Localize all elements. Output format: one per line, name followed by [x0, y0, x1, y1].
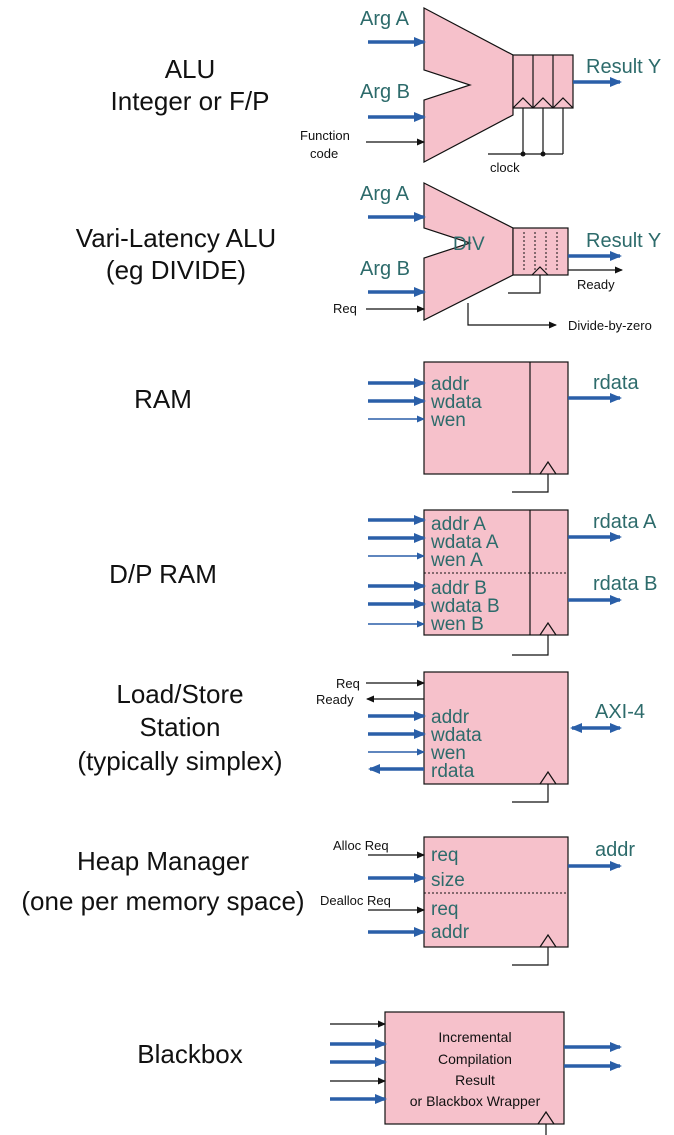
vari-arg-a-label: Arg A — [360, 183, 410, 205]
vari-ready-label: Ready — [577, 277, 615, 292]
vari-div-label: DIV — [453, 234, 485, 255]
blackbox-line-2: Compilation — [438, 1051, 512, 1067]
ram-title: RAM — [134, 384, 192, 414]
ls-section: Load/Store Station (typically simplex) R… — [77, 671, 645, 803]
alu-function-label-1: Function — [300, 128, 350, 143]
dpram-title: D/P RAM — [109, 559, 217, 589]
dpram-rdata-a-label: rdata A — [593, 511, 657, 533]
heap-req1-label: req — [431, 845, 458, 866]
heap-alloc-label: Alloc Req — [333, 838, 389, 853]
ram-block — [423, 361, 569, 475]
ram-rdata-label: rdata — [593, 372, 639, 394]
alu-arg-b-label: Arg B — [360, 81, 410, 103]
alu-title: ALU — [165, 54, 216, 84]
alu-arg-a-label: Arg A — [360, 8, 410, 30]
heap-req2-label: req — [431, 899, 458, 920]
ram-wdata-label: wdata — [430, 392, 482, 413]
blackbox-section: Blackbox Incremental Compilation Result … — [137, 1011, 622, 1135]
vari-alu-section: Vari-Latency ALU (eg DIVIDE) DIV Arg A A… — [76, 182, 661, 333]
ls-rdata-label: rdata — [431, 761, 475, 782]
alu-block — [423, 7, 514, 163]
alu-section: ALU Integer or F/P Arg A Arg B Function … — [111, 7, 661, 175]
alu-result-label: Result Y — [586, 56, 661, 78]
dpram-section: D/P RAM addr A wdata A wen A addr B wdat… — [109, 509, 657, 656]
ls-wdata-label: wdata — [430, 725, 482, 746]
ls-ready-label: Ready — [316, 692, 354, 707]
heap-section: Heap Manager (one per memory space) Allo… — [21, 836, 635, 966]
blackbox-line-1: Incremental — [438, 1029, 511, 1045]
heap-title-2: (one per memory space) — [21, 886, 304, 916]
ls-title-2: Station — [140, 712, 221, 742]
blackbox-line-3: Result — [455, 1072, 495, 1088]
vari-arg-b-label: Arg B — [360, 258, 410, 280]
ls-title-1: Load/Store — [116, 679, 243, 709]
alu-subtitle: Integer or F/P — [111, 86, 270, 116]
ls-title-3: (typically simplex) — [77, 746, 282, 776]
vari-req-label: Req — [333, 301, 357, 316]
alu-function-label-2: code — [310, 146, 338, 161]
heap-out-addr-label: addr — [595, 839, 635, 861]
ram-section: RAM addr wdata wen rdata — [134, 361, 639, 493]
ls-req-label: Req — [336, 676, 360, 691]
blackbox-block — [384, 1011, 565, 1125]
heap-addr-label: addr — [431, 922, 470, 943]
alu-pipeline-register — [512, 54, 574, 109]
heap-block — [423, 836, 569, 948]
vari-result-label: Result Y — [586, 230, 661, 252]
heap-size-label: size — [431, 870, 465, 891]
dpram-wdata-a-label: wdata A — [430, 532, 499, 553]
ls-axi-label: AXI-4 — [595, 701, 645, 723]
heap-dealloc-label: Dealloc Req — [320, 893, 391, 908]
vari-dbz-label: Divide-by-zero — [568, 318, 652, 333]
heap-title-1: Heap Manager — [77, 846, 249, 876]
ram-wen-label: wen — [430, 410, 466, 431]
dpram-wdata-b-label: wdata B — [430, 596, 500, 617]
ls-wen-label: wen — [430, 743, 466, 764]
blackbox-line-4: or Blackbox Wrapper — [410, 1093, 541, 1109]
vari-title: Vari-Latency ALU — [76, 223, 276, 253]
blackbox-title: Blackbox — [137, 1039, 243, 1069]
vari-subtitle: (eg DIVIDE) — [106, 255, 246, 285]
dpram-wen-a-label: wen A — [430, 550, 483, 571]
alu-clock-label: clock — [490, 160, 520, 175]
ram-addr-label: addr — [431, 374, 470, 395]
dpram-addr-b-label: addr B — [431, 578, 487, 599]
vari-dbz-arrow — [467, 303, 557, 329]
ls-block — [423, 671, 569, 785]
dpram-rdata-b-label: rdata B — [593, 573, 657, 595]
dpram-addr-a-label: addr A — [431, 514, 486, 535]
dpram-wen-b-label: wen B — [430, 614, 484, 635]
ls-addr-label: addr — [431, 707, 470, 728]
